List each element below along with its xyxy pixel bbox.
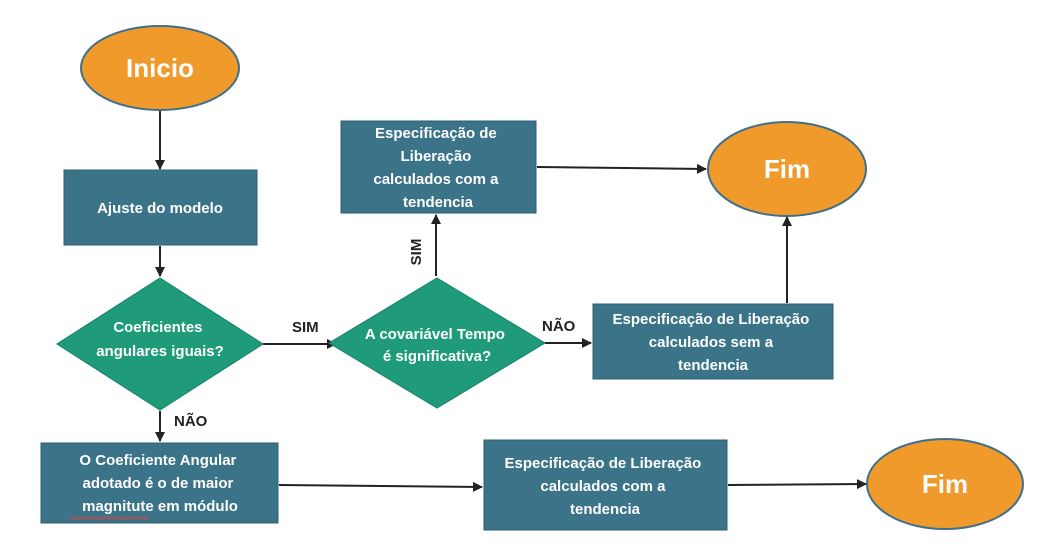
coef-equal-label: Coeficientes angulares iguais? bbox=[96, 319, 224, 360]
coef-adopted-label: O Coeficiente Angular adotado é o de mai… bbox=[79, 452, 240, 515]
edge-label-coef-no: NÃO bbox=[174, 412, 208, 430]
time-covariate-diamond bbox=[328, 277, 546, 409]
arrow-spec-bottom-to-end bbox=[727, 479, 867, 490]
spec-trend-top-label: Especificação de Liberação calculados co… bbox=[373, 125, 502, 211]
edge-label-time-yes: SIM bbox=[408, 239, 425, 266]
end-bottom-label: Fim bbox=[922, 469, 968, 499]
spec-trend-top-node: Especificação de Liberação calculados co… bbox=[340, 120, 537, 214]
coef-adopted-node: O Coeficiente Angular adotado é o de mai… bbox=[40, 442, 279, 524]
arrow-spec-top-to-end bbox=[536, 163, 707, 174]
start-oval bbox=[80, 25, 240, 111]
start-label: Inicio bbox=[126, 53, 194, 83]
spec-no-trend-label: Especificação de Liberação calculados se… bbox=[613, 311, 814, 374]
end-top-label: Fim bbox=[764, 154, 810, 184]
spec-trend-bottom-box bbox=[483, 439, 728, 531]
coef-adopted-box bbox=[40, 442, 279, 524]
end-bottom-node: Fim bbox=[866, 438, 1024, 530]
edge-label-time-no: NÃO bbox=[542, 317, 576, 335]
spec-trend-bottom-node: Especificação de Liberação calculados co… bbox=[483, 439, 728, 531]
coef-equal-decision: Coeficientes angulares iguais? bbox=[56, 277, 264, 411]
spec-no-trend-box bbox=[592, 303, 834, 380]
spellcheck-underline bbox=[69, 516, 149, 520]
end-top-node: Fim bbox=[707, 121, 867, 217]
arrow-adopted-to-spec-bottom bbox=[278, 481, 483, 492]
end-bottom-oval bbox=[866, 438, 1024, 530]
coef-equal-diamond bbox=[56, 277, 264, 411]
start-node: Inicio bbox=[80, 25, 240, 111]
connectors bbox=[155, 110, 867, 492]
spec-trend-bottom-label: Especificação de Liberação calculados co… bbox=[505, 455, 706, 518]
end-top-oval bbox=[707, 121, 867, 217]
spec-trend-top-box bbox=[340, 120, 537, 214]
time-covariate-label: A covariável Tempo é significativa? bbox=[365, 326, 509, 365]
spec-no-trend-node: Especificação de Liberação calculados se… bbox=[592, 303, 834, 380]
adjust-model-node: Ajuste do modelo bbox=[63, 169, 258, 246]
time-covariate-decision: A covariável Tempo é significativa? bbox=[328, 277, 546, 409]
adjust-model-box bbox=[63, 169, 258, 246]
edge-label-coef-yes: SIM bbox=[292, 319, 319, 336]
adjust-model-label: Ajuste do modelo bbox=[97, 200, 223, 217]
